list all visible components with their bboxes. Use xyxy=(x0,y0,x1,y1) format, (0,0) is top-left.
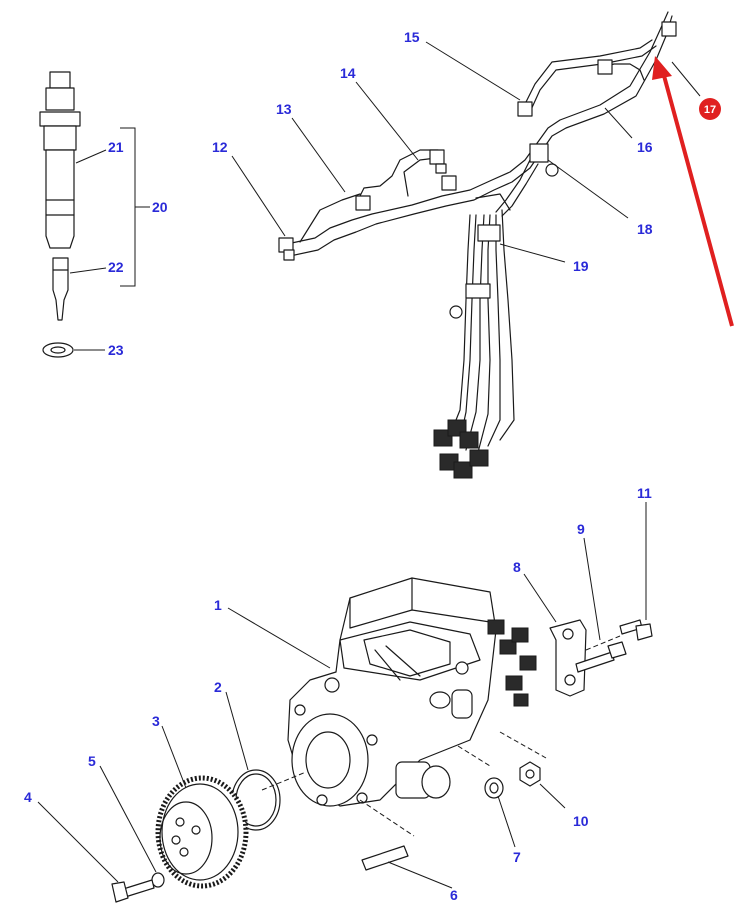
label-12: 12 xyxy=(212,139,228,155)
label-11: 11 xyxy=(637,485,652,501)
label-3: 3 xyxy=(152,713,160,729)
injection-pump xyxy=(287,577,537,807)
label-1: 1 xyxy=(214,597,222,613)
gear xyxy=(155,775,249,889)
label-13: 13 xyxy=(276,101,292,117)
pump-end-nuts xyxy=(433,419,489,479)
label-7: 7 xyxy=(513,849,521,865)
label-9: 9 xyxy=(577,521,585,537)
label-23: 23 xyxy=(108,342,124,358)
pipe-clamps xyxy=(441,143,559,319)
pointer-arrow xyxy=(652,56,734,327)
label-16: 16 xyxy=(637,139,653,155)
nut-10 xyxy=(519,761,541,787)
label-21: 21 xyxy=(108,139,124,155)
bolt-9 xyxy=(575,641,627,673)
label-10: 10 xyxy=(573,813,589,829)
callout-badge-17: 17 xyxy=(699,98,721,120)
washer-7 xyxy=(484,777,504,799)
label-18: 18 xyxy=(637,221,653,237)
sealing-washer xyxy=(42,342,74,358)
badge-circle xyxy=(699,98,721,120)
badge-label: 17 xyxy=(704,104,716,116)
pipe-nuts xyxy=(278,21,677,261)
label-19: 19 xyxy=(573,258,589,274)
label-6: 6 xyxy=(450,887,458,903)
label-2: 2 xyxy=(214,679,222,695)
bolt-4 xyxy=(111,879,155,903)
label-14: 14 xyxy=(340,65,356,81)
bracket xyxy=(549,619,587,697)
nozzle xyxy=(52,257,69,321)
label-20: 20 xyxy=(152,199,168,215)
label-4: 4 xyxy=(24,789,32,805)
label-15: 15 xyxy=(404,29,420,45)
stud-6 xyxy=(361,845,409,871)
label-22: 22 xyxy=(108,259,124,275)
label-8: 8 xyxy=(513,559,521,575)
label-5: 5 xyxy=(88,753,96,769)
bolt-11 xyxy=(619,619,653,641)
injector-assembly xyxy=(39,71,81,249)
